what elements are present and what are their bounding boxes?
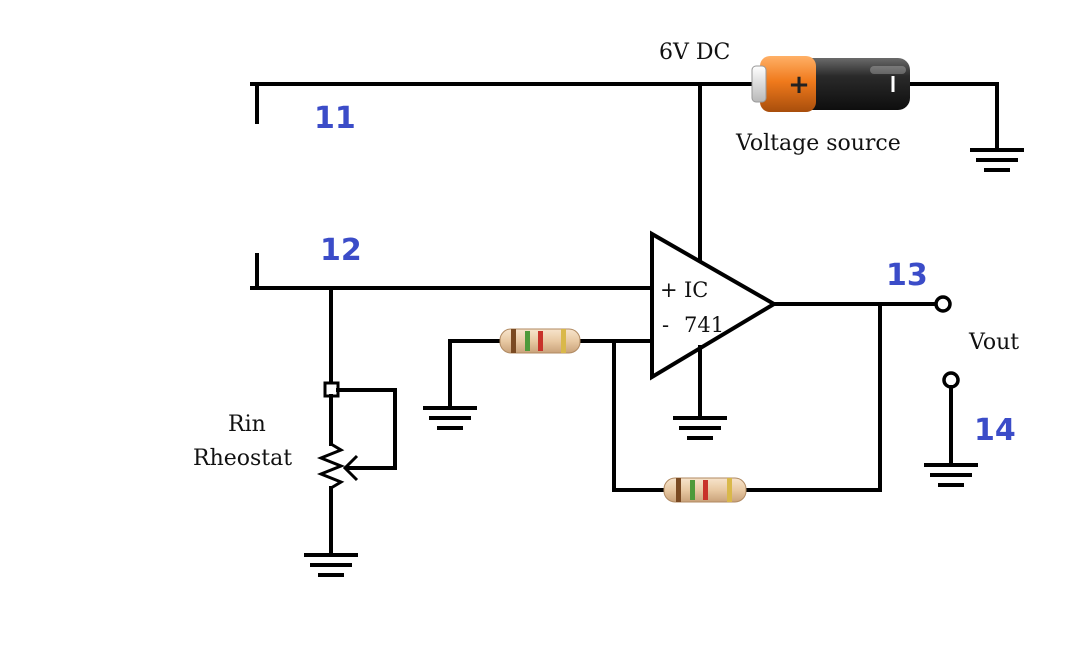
opamp-part-label: 741	[684, 313, 724, 337]
node-label-12: 12	[320, 233, 362, 268]
ground-symbol-battery	[970, 148, 1024, 172]
rheostat-symbol	[316, 381, 397, 557]
ground-symbol-input-resistor	[423, 406, 477, 430]
top-supply-rail	[250, 82, 999, 264]
feedback-resistor	[663, 477, 747, 503]
node-label-14: 14	[974, 413, 1016, 448]
rheostat-label-line1: Rin	[228, 412, 266, 437]
op-amp-triangle	[650, 230, 778, 381]
rheostat-label-line2: Rheostat	[193, 446, 292, 471]
battery-icon: +	[751, 56, 910, 112]
battery-plus-symbol: +	[788, 70, 810, 100]
vout-label: Vout	[968, 330, 1019, 355]
voltage-value-label: 6V DC	[659, 40, 730, 65]
ground-symbol-rheostat	[304, 553, 358, 577]
opamp-ground-wire	[673, 345, 727, 440]
opamp-plus-sign: +	[660, 278, 678, 302]
input-resistor	[499, 328, 581, 354]
opamp-name-label: IC	[684, 278, 708, 302]
node-label-11: 11	[314, 101, 356, 136]
voltage-source-label: Voltage source	[735, 131, 901, 156]
output-ground-wire	[924, 385, 978, 487]
opamp-minus-sign: -	[662, 313, 669, 337]
node-label-13: 13	[886, 258, 928, 293]
output-terminal-13	[934, 295, 952, 313]
non-inverting-input-wire	[250, 253, 654, 388]
feedback-wire	[612, 302, 882, 492]
output-terminal-14	[942, 371, 960, 389]
inverting-input-wire	[448, 339, 654, 492]
